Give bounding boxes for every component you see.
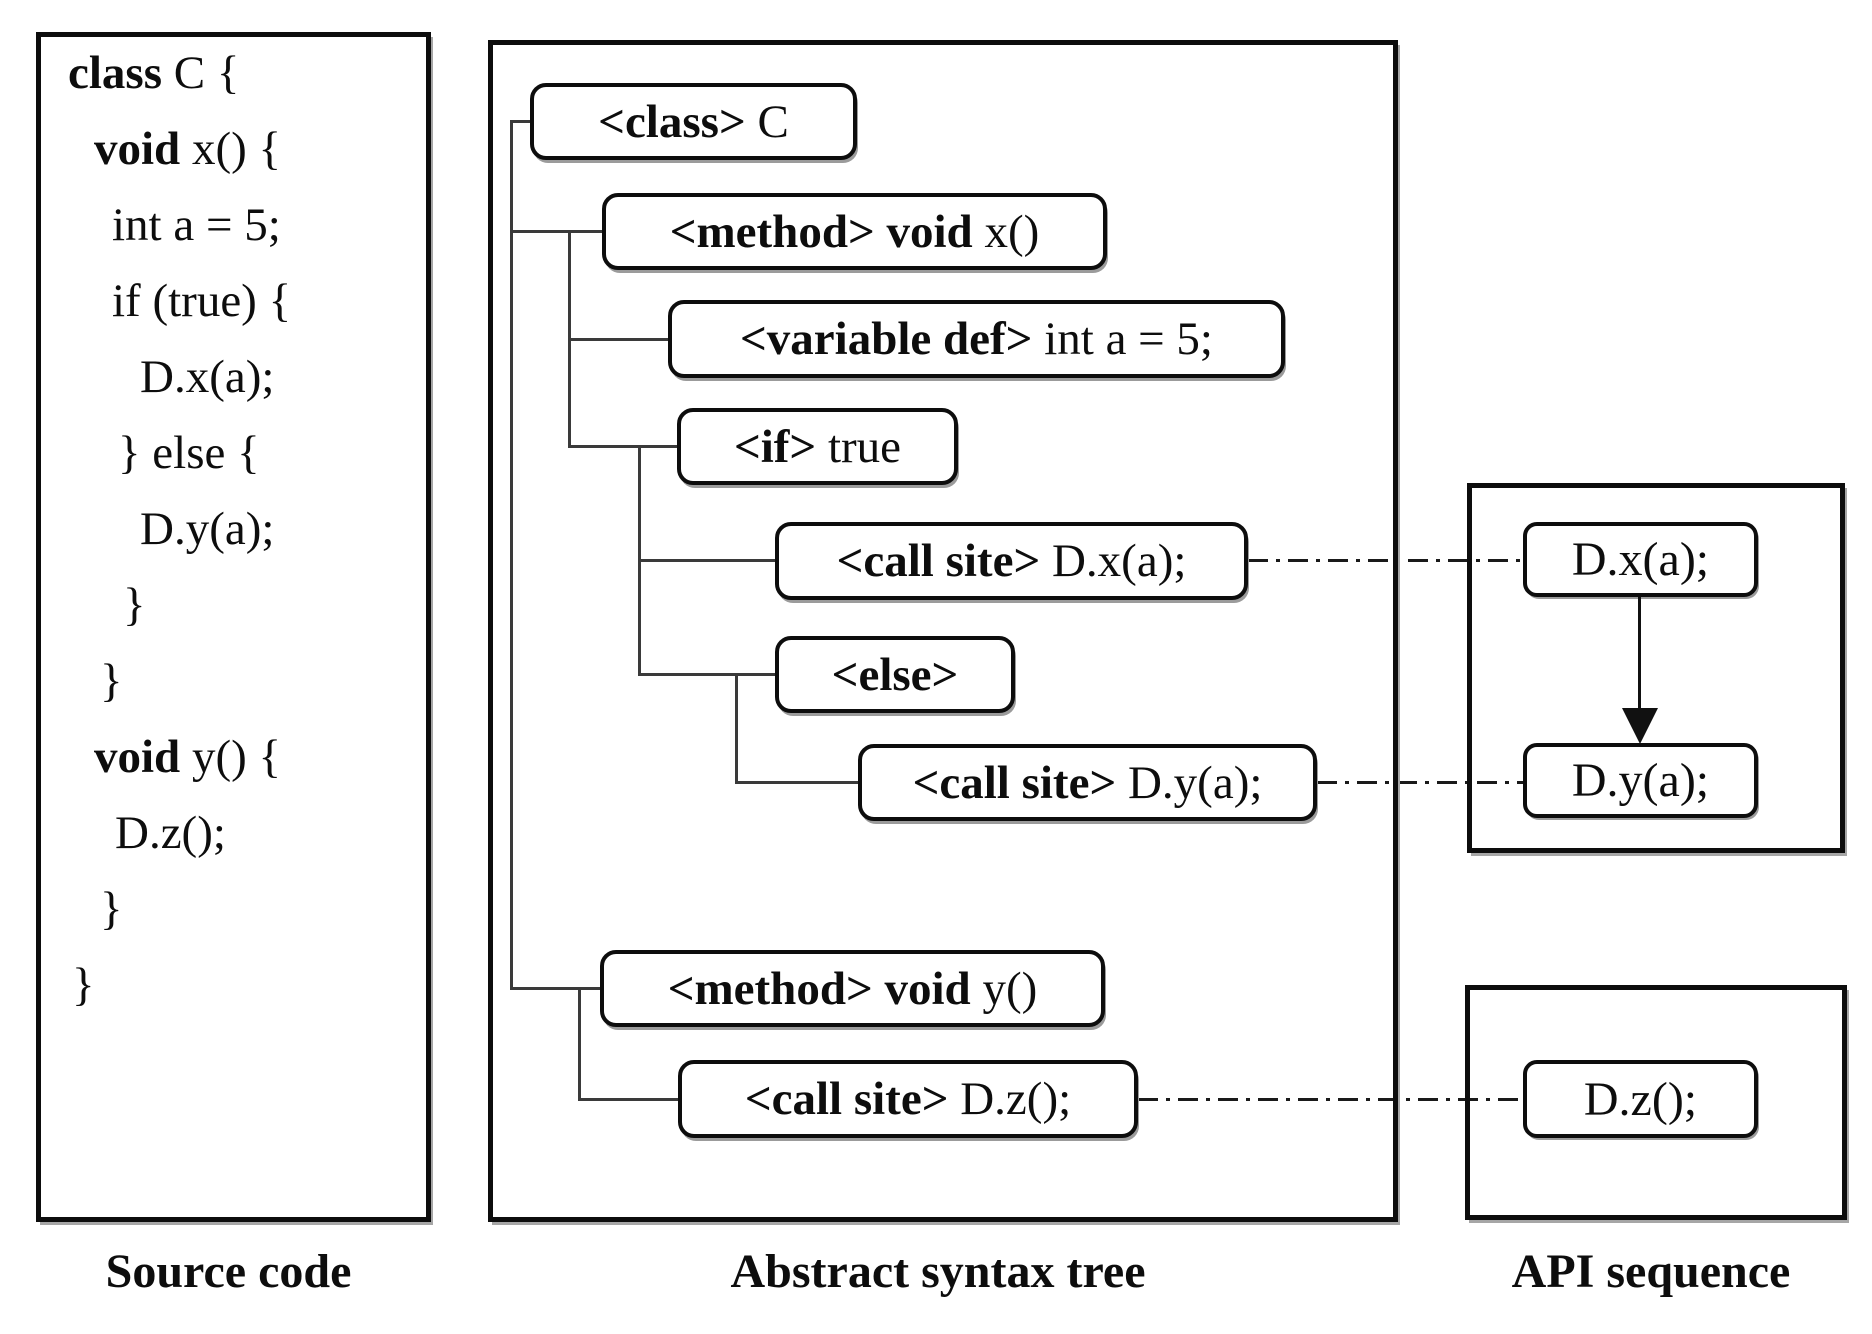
api-node-dz: D.z();	[1523, 1060, 1758, 1138]
api-sequence-panel-xy	[1467, 483, 1845, 853]
code-text: x() {	[180, 123, 282, 175]
ast-tag: <method>	[669, 205, 875, 258]
code-line: }	[41, 871, 416, 947]
code-text: D.z();	[115, 807, 226, 859]
api-node-text: D.y(a);	[1571, 754, 1710, 807]
ast-tag: <else>	[831, 648, 959, 701]
api-sequence-panel-z	[1465, 985, 1847, 1220]
tree-branch-call-site-dy	[735, 781, 860, 784]
ast-tag: <variable def>	[740, 313, 1033, 365]
code-line: }	[41, 567, 416, 643]
ast-node-variable-def: <variable def> int a = 5;	[668, 300, 1285, 378]
ast-tag: <call site>	[836, 535, 1041, 587]
ast-node-call-site-dy: <call site> D.y(a);	[858, 744, 1317, 821]
ast-tag-keyword: void	[874, 205, 973, 258]
code-keyword: void	[94, 731, 181, 783]
tree-rail-else	[735, 673, 738, 784]
code-keyword: void	[94, 123, 181, 175]
code-text: }	[100, 655, 123, 707]
tree-branch-method-y	[510, 987, 602, 990]
ast-node-method-x: <method> void x()	[602, 193, 1107, 270]
code-line: void x() {	[41, 111, 416, 187]
ast-node-if: <if> true	[677, 408, 958, 485]
tree-branch-method-x	[510, 230, 604, 233]
tree-branch-call-site-dz	[578, 1098, 680, 1101]
ast-tag: <method>	[667, 962, 873, 1015]
ast-node-text: D.x(a);	[1040, 535, 1187, 587]
ast-panel	[488, 40, 1398, 1222]
ast-node-text: true	[816, 420, 902, 473]
ast-tag: <call site>	[912, 756, 1117, 809]
source-code-panel	[36, 32, 431, 1222]
ast-tag-keyword: void	[872, 962, 971, 1015]
tree-branch-else	[638, 673, 777, 676]
ast-node-text: D.y(a);	[1116, 756, 1263, 809]
tree-connector-stub-class	[510, 120, 532, 123]
tree-branch-call-site-dx	[638, 559, 777, 562]
code-text: }	[72, 959, 95, 1011]
code-line: void y() {	[41, 719, 416, 795]
tree-branch-variable-def	[568, 338, 670, 341]
ast-node-else: <else>	[775, 636, 1015, 713]
code-line: }	[41, 643, 416, 719]
tree-rail-method-y	[578, 987, 581, 1101]
tree-branch-if	[568, 445, 679, 448]
api-node-dy: D.y(a);	[1523, 743, 1758, 818]
code-text: if (true) {	[112, 275, 292, 327]
sequence-arrow-head-icon	[1622, 708, 1658, 744]
code-text: }	[123, 579, 146, 631]
code-line: D.y(a);	[41, 491, 416, 567]
mapping-dashdot-line-dy	[1317, 781, 1523, 784]
code-text: int a = 5;	[112, 199, 281, 251]
source-code-listing: class C { void x() { int a = 5; if (true…	[41, 35, 416, 1023]
code-text: D.x(a);	[140, 351, 275, 403]
ast-node-class: <class> C	[530, 83, 857, 160]
code-keyword: class	[68, 47, 162, 99]
caption-source-code: Source code	[105, 1245, 352, 1298]
ast-node-text: C	[745, 95, 789, 148]
api-node-dx: D.x(a);	[1523, 522, 1758, 597]
sequence-arrow-line	[1638, 597, 1641, 709]
code-text: C {	[162, 47, 240, 99]
code-line: } else {	[41, 415, 416, 491]
mapping-dashdot-line-dz	[1138, 1098, 1523, 1101]
code-text: } else {	[118, 427, 260, 479]
ast-node-method-y: <method> void y()	[600, 950, 1105, 1027]
ast-node-text: x()	[972, 205, 1040, 258]
ast-node-call-site-dz: <call site> D.z();	[678, 1060, 1138, 1138]
api-node-text: D.x(a);	[1571, 533, 1710, 586]
code-text: D.y(a);	[140, 503, 275, 555]
ast-node-call-site-dx: <call site> D.x(a);	[775, 522, 1248, 600]
api-node-text: D.z();	[1583, 1072, 1698, 1126]
ast-node-text: D.z();	[948, 1073, 1072, 1125]
code-line: }	[41, 947, 416, 1023]
mapping-dashdot-line-dx	[1248, 559, 1523, 562]
ast-tag: <class>	[598, 95, 746, 148]
code-line: D.z();	[41, 795, 416, 871]
ast-node-text: int a = 5;	[1032, 313, 1213, 365]
caption-abstract-syntax-tree: Abstract syntax tree	[730, 1245, 1146, 1298]
code-line: D.x(a);	[41, 339, 416, 415]
code-line: int a = 5;	[41, 187, 416, 263]
code-line: class C {	[41, 35, 416, 111]
ast-tag: <call site>	[744, 1073, 949, 1125]
code-text: y() {	[180, 731, 282, 783]
ast-tag: <if>	[733, 420, 817, 473]
code-text: }	[100, 883, 123, 935]
caption-api-sequence: API sequence	[1511, 1245, 1791, 1298]
ast-node-text: y()	[970, 962, 1038, 1015]
tree-rail-class	[510, 120, 513, 989]
code-line: if (true) {	[41, 263, 416, 339]
